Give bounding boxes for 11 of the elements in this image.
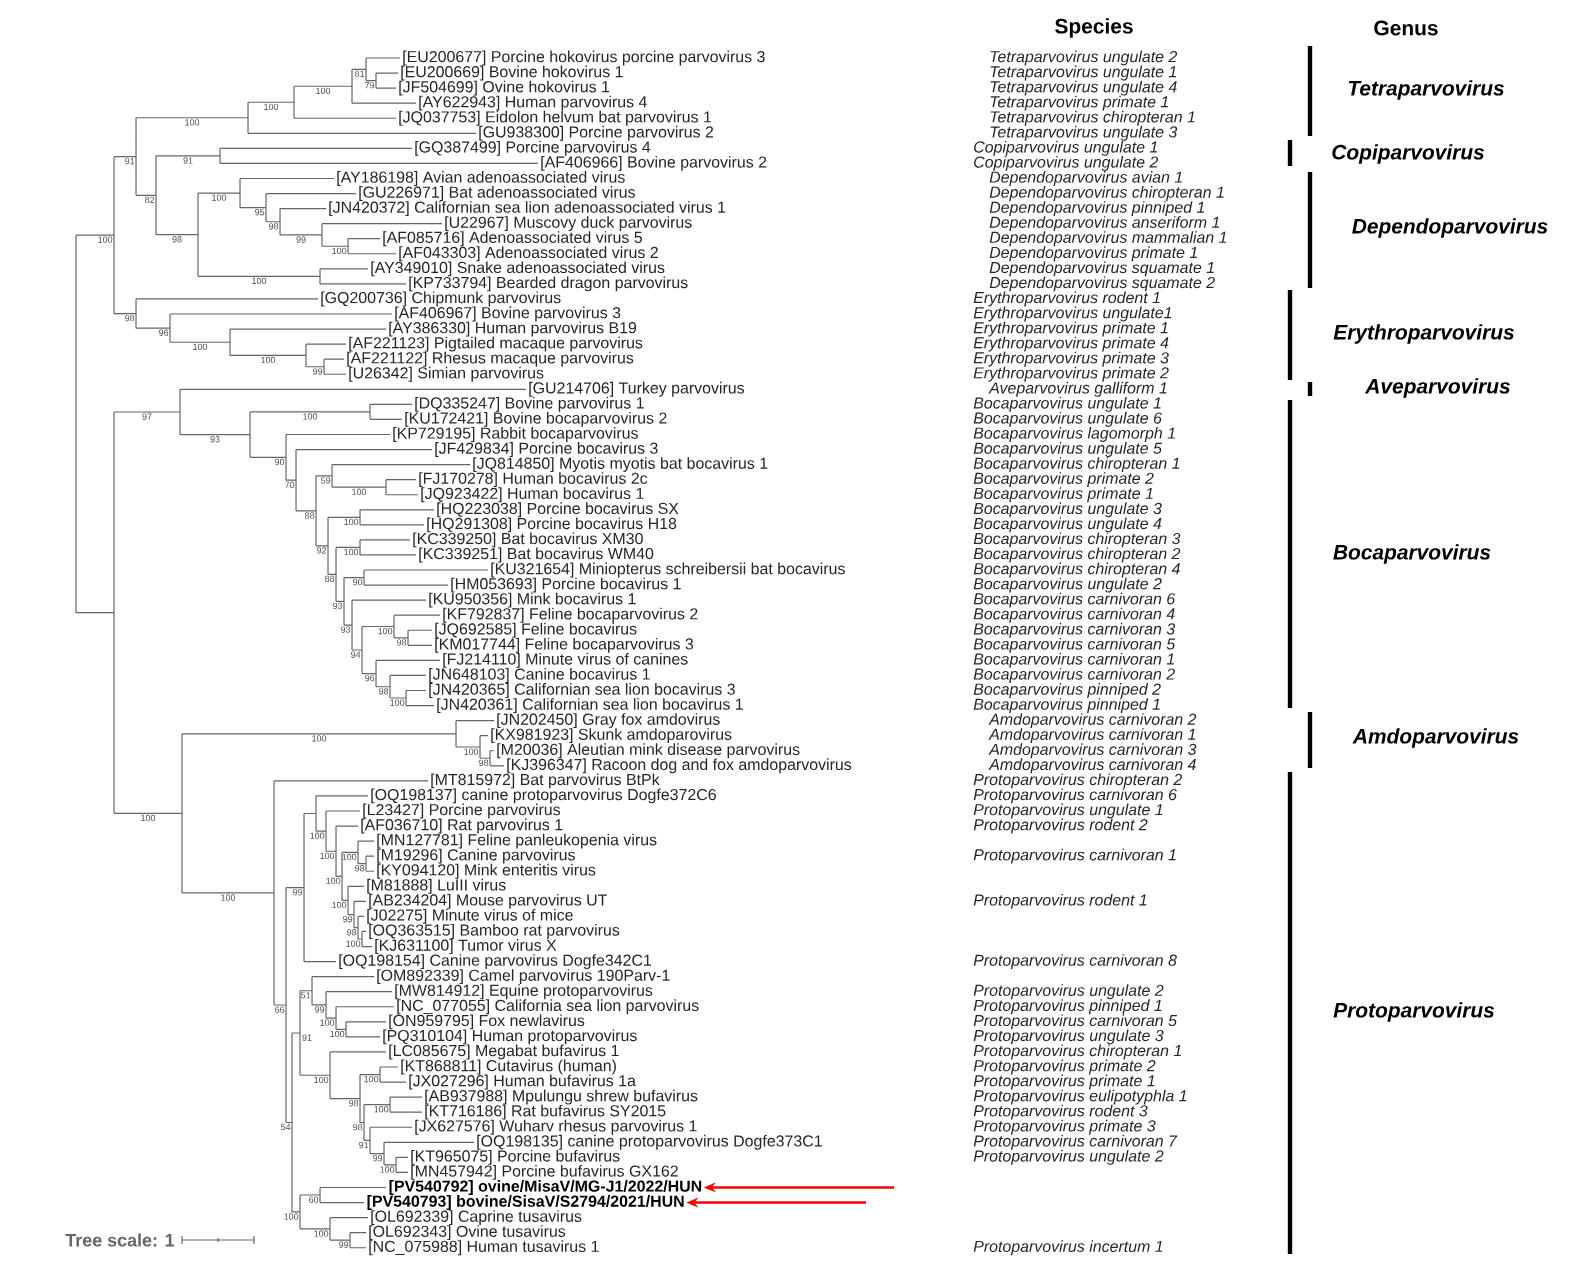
genus-name: Amdoparvovirus [1352,728,1519,748]
scale-label: Tree scale: 1 [65,1233,175,1247]
column-header: Species [1055,18,1133,38]
genus-name: Tetraparvovirus [1348,80,1504,100]
column-header: Genus [1374,20,1438,36]
genus-name: Bocaparvovirus [1333,544,1491,564]
genus-name: Aveparvovirus [1364,378,1510,398]
genus-name: Dependoparvovirus [1352,218,1548,238]
genus-name: Copiparvovirus [1332,144,1484,164]
genus-name: Protoparvovirus [1333,1002,1495,1022]
genus-name: Erythroparvovirus [1333,324,1514,344]
